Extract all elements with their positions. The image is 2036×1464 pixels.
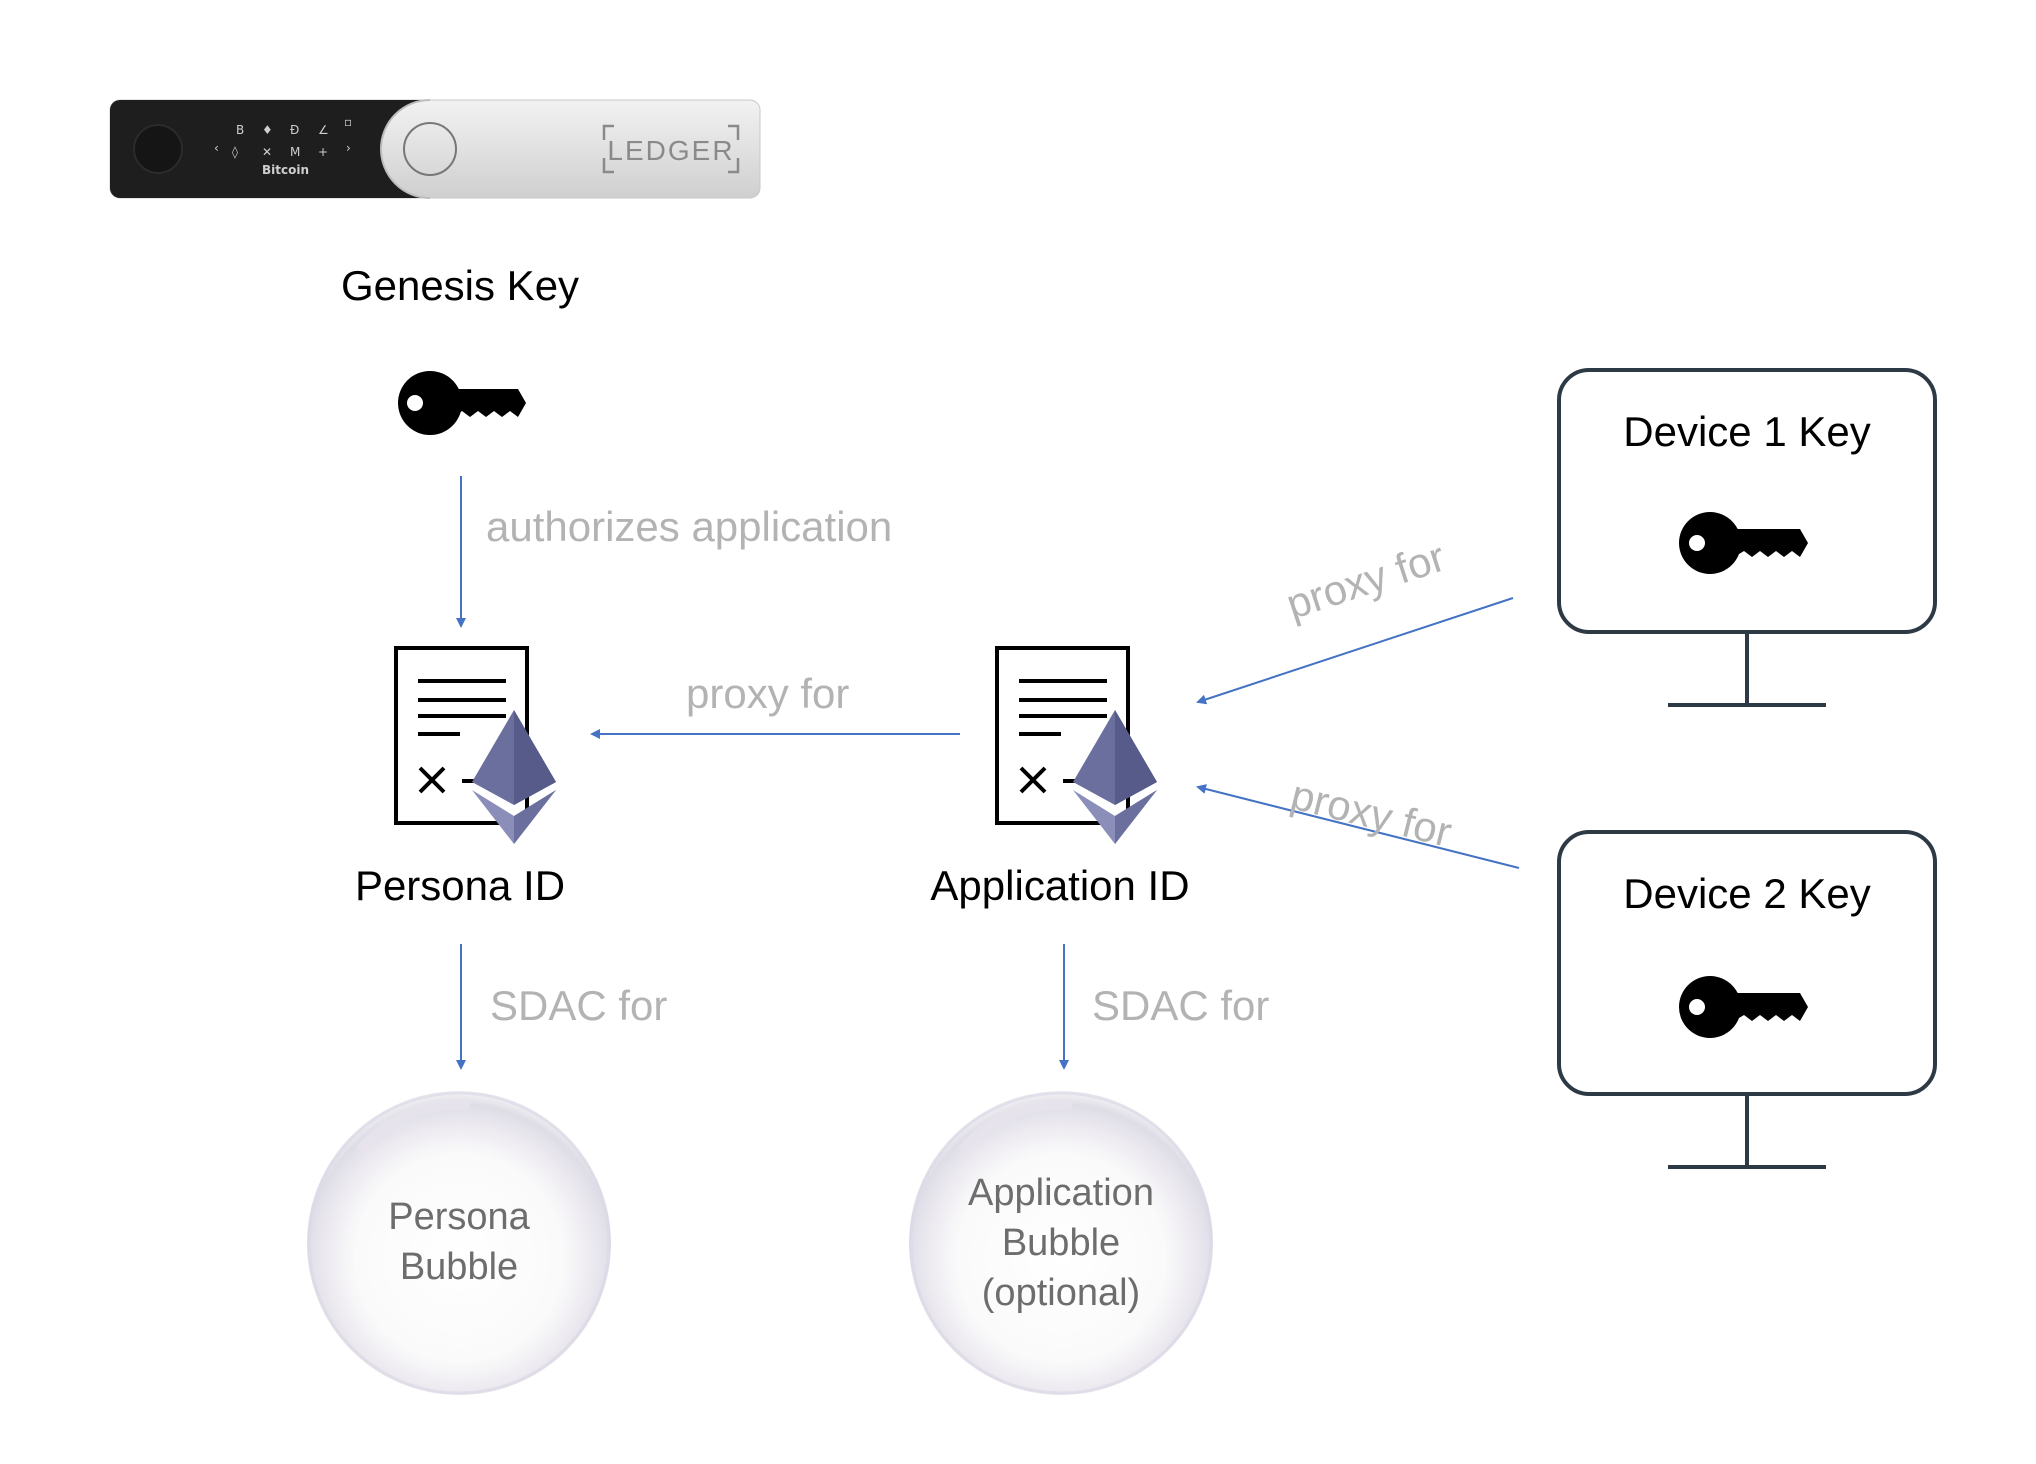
persona-ethereum-icon xyxy=(472,710,556,844)
arrows xyxy=(456,476,1520,1070)
device-brand-text: LEDGER xyxy=(607,135,734,166)
persona-bubble-label: Persona Bubble xyxy=(359,1192,559,1292)
persona-bubble-line-1: Persona xyxy=(388,1196,530,1238)
application-bubble-line-3: (optional) xyxy=(981,1272,1141,1314)
device2-key-label: Device 2 Key xyxy=(1623,870,1871,917)
arrow-proxy-device2 xyxy=(1196,784,1520,869)
sdac-application-label: SDAC for xyxy=(1092,982,1270,1029)
authorizes-edge-label: authorizes application xyxy=(486,503,893,550)
device1-key-label: Device 1 Key xyxy=(1623,408,1871,455)
persona-id-label: Persona ID xyxy=(354,862,566,909)
device2-monitor-icon xyxy=(1557,830,1937,1169)
device1-monitor-icon xyxy=(1557,368,1937,707)
application-bubble-line-1: Application xyxy=(968,1172,1154,1214)
svg-text:◊: ◊ xyxy=(232,145,238,159)
arrow-proxy-device1 xyxy=(1196,597,1514,705)
svg-text:›: › xyxy=(346,141,351,155)
genesis-key-label: Genesis Key xyxy=(340,262,580,309)
svg-text:✕: ✕ xyxy=(262,145,272,159)
svg-text:♦: ♦ xyxy=(262,123,273,137)
application-bubble-shape xyxy=(909,1091,1213,1395)
device-screen-text: Bitcoin xyxy=(262,163,309,177)
svg-text:▫: ▫ xyxy=(344,115,352,129)
svg-text:+: + xyxy=(318,145,328,159)
persona-bubble-shape xyxy=(307,1091,611,1395)
device2-key-icon xyxy=(1679,976,1808,1038)
application-ethereum-icon xyxy=(1073,710,1157,844)
persona-bubble-line-2: Bubble xyxy=(399,1246,519,1288)
svg-text:M: M xyxy=(290,145,300,159)
ledger-device-image: B ♦ Đ ∠ ◊ ✕ M + ‹ › ▫ Bitcoin LEDGER xyxy=(109,99,761,199)
sdac-persona-label: SDAC for xyxy=(490,982,668,1029)
svg-text:‹: ‹ xyxy=(214,141,219,155)
application-id-label: Application ID xyxy=(930,862,1190,909)
svg-text:Đ: Đ xyxy=(290,123,299,137)
application-bubble-line-2: Bubble xyxy=(1001,1222,1121,1264)
application-bubble-label: Application Bubble (optional) xyxy=(951,1168,1171,1318)
svg-text:B: B xyxy=(236,123,244,137)
svg-text:∠: ∠ xyxy=(318,123,329,137)
genesis-key-icon xyxy=(398,371,526,435)
proxy-app-to-persona-label: proxy for xyxy=(686,670,850,717)
device1-key-icon xyxy=(1679,512,1808,574)
